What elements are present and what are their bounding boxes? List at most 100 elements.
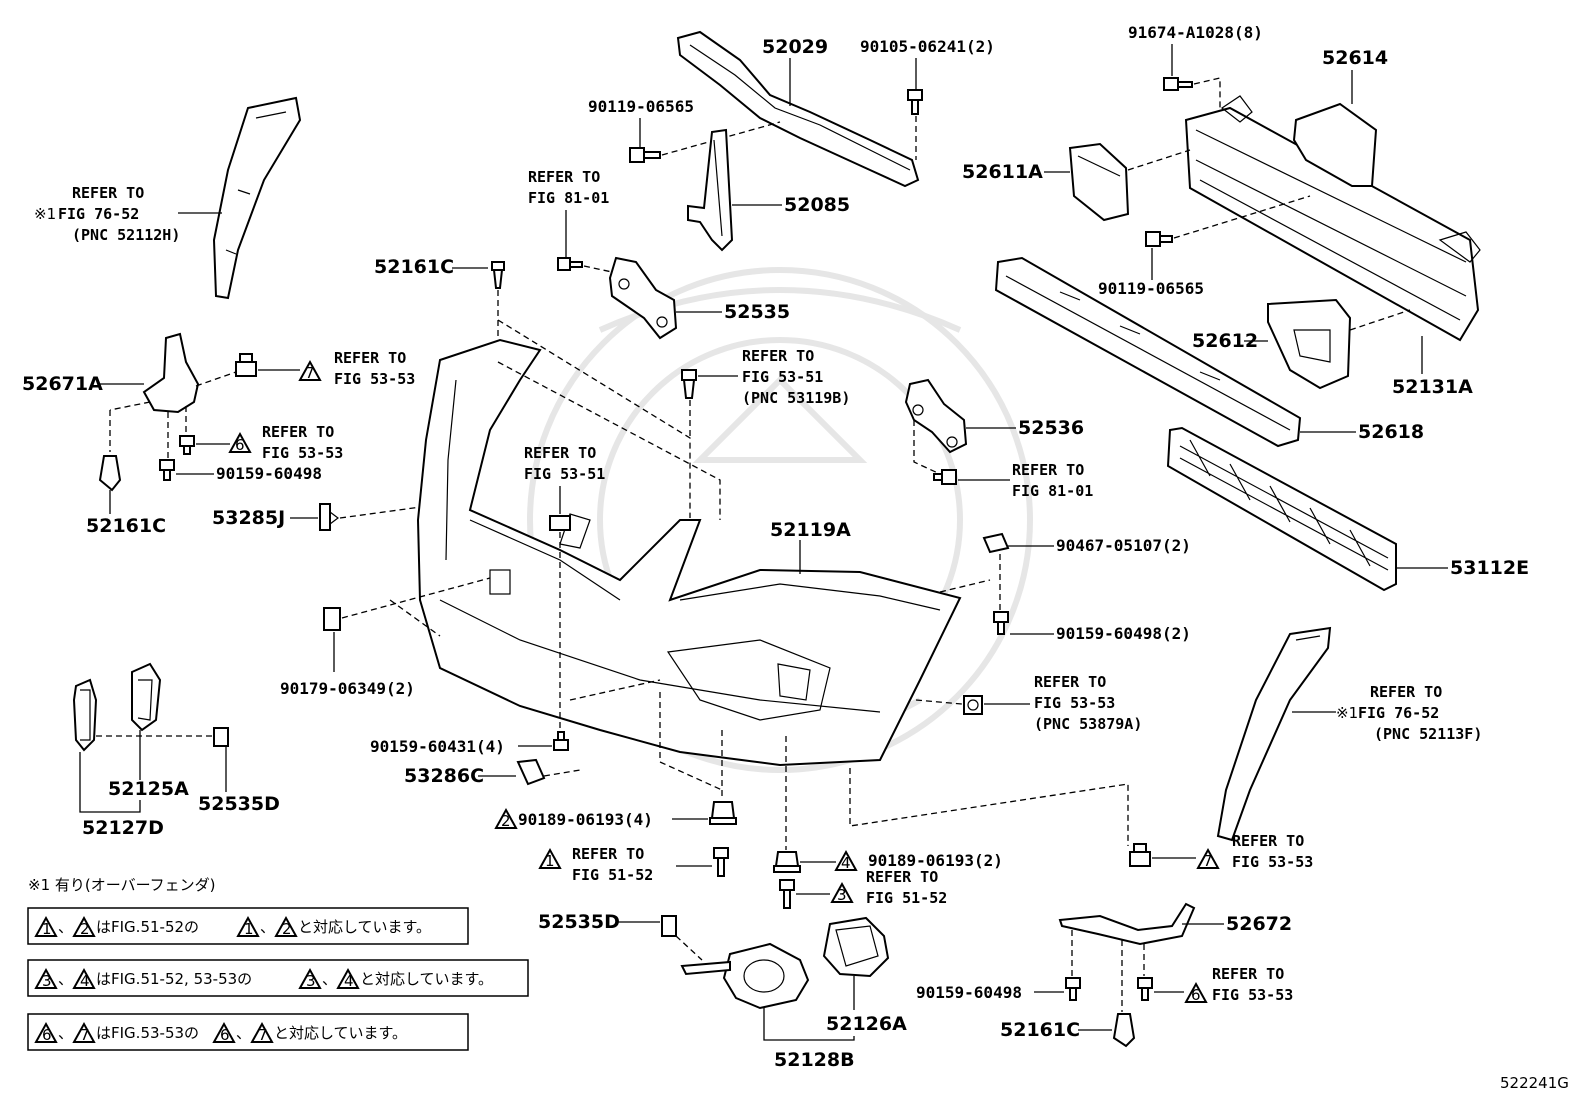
ref-53-53-6-bottom-2: FIG 53-53: [1212, 986, 1293, 1004]
ref-53-53-bottom-2: FIG 53-53: [1232, 853, 1313, 871]
bolt-refer-51-52-1[interactable]: [713, 847, 729, 877]
fog-garnish-52128b-left[interactable]: [680, 942, 810, 1010]
svg-text:6: 6: [42, 1026, 52, 1044]
bolt-refer-53-53-6-bottom[interactable]: [1137, 977, 1153, 1001]
label-52536: 52536: [1018, 417, 1084, 439]
ref-81-01-top-2: FIG 81-01: [528, 189, 609, 207]
bracket-52535[interactable]: [608, 256, 678, 340]
ref-53-53-bottom-1: REFER TO: [1232, 832, 1304, 850]
clip-52535d-left[interactable]: [213, 727, 229, 747]
label-52618: 52618: [1358, 421, 1424, 443]
fender-flare-left[interactable]: [212, 96, 302, 300]
garnish-52127d[interactable]: [72, 678, 98, 752]
clip-refer-53-53-pnc[interactable]: [963, 695, 983, 715]
absorber-52614[interactable]: [1292, 102, 1378, 187]
bracket-52536[interactable]: [904, 378, 968, 454]
svg-text:3: 3: [42, 972, 52, 990]
marker-1: [538, 847, 562, 869]
fog-garnish-52126a[interactable]: [822, 916, 890, 978]
fender-flare-right[interactable]: [1216, 626, 1332, 842]
nut-refer-53-53-top[interactable]: [235, 353, 257, 377]
svg-text:1: 1: [244, 920, 254, 938]
ref-53-51-top-1: REFER TO: [742, 347, 814, 365]
svg-text:4: 4: [80, 972, 90, 990]
bolt-90159-bottom[interactable]: [1065, 977, 1081, 1001]
clip-90189-4[interactable]: [709, 801, 737, 825]
label-52671a: 52671A: [22, 373, 103, 395]
label-91674: 91674-A1028(8): [1128, 23, 1263, 42]
label-90159-60431: 90159-60431(4): [370, 737, 505, 756]
ref-53-51-top-3: (PNC 53119B): [742, 389, 850, 407]
bracket-52085[interactable]: [687, 128, 734, 252]
ref-53-53-top-2: FIG 53-53: [334, 370, 415, 388]
clip-90189-2[interactable]: [773, 851, 801, 873]
svg-text:2: 2: [501, 812, 511, 830]
clip-90467[interactable]: [982, 532, 1010, 554]
label-52128b: 52128B: [774, 1049, 855, 1071]
label-53285j: 53285J: [212, 507, 285, 529]
cover-53286c[interactable]: [516, 758, 546, 786]
bolt-90119-upper[interactable]: [629, 147, 661, 163]
ref-81-01-top-1: REFER TO: [528, 168, 600, 186]
svg-text:、: 、: [322, 970, 337, 988]
bolt-90159-60431[interactable]: [553, 731, 569, 751]
svg-text:、: 、: [58, 970, 73, 988]
absorber-52618[interactable]: [994, 256, 1302, 448]
bolt-90159-left[interactable]: [159, 459, 175, 481]
bolt-refer-51-52-3[interactable]: [779, 879, 795, 909]
absorber-52611a[interactable]: [1068, 142, 1130, 222]
bolt-90105[interactable]: [907, 89, 923, 115]
bracket-52671a[interactable]: [142, 332, 200, 414]
bracket-52672[interactable]: [1058, 902, 1196, 946]
nut-refer-53-53-bottom[interactable]: [1129, 843, 1151, 867]
garnish-52125a[interactable]: [131, 662, 162, 732]
label-52161c-bottom: 52161C: [1000, 1019, 1080, 1041]
grille-53112e[interactable]: [1166, 426, 1397, 592]
label-53112e: 53112E: [1450, 557, 1529, 579]
ref-81-01-right-2: FIG 81-01: [1012, 482, 1093, 500]
absorber-52612[interactable]: [1267, 298, 1352, 390]
bumper-cover-52119a[interactable]: [416, 338, 962, 767]
label-52126a: 52126A: [826, 1013, 907, 1035]
clip-refer-53-51-top[interactable]: [681, 369, 697, 399]
label-53286c: 53286C: [404, 765, 484, 787]
bracket-90179[interactable]: [323, 607, 341, 631]
clip-52161c-top[interactable]: [491, 261, 505, 289]
bolt-refer-53-53-6[interactable]: [179, 435, 195, 455]
ref-51-52-3-2: FIG 51-52: [866, 889, 947, 907]
ref-53-53-pnc-1: REFER TO: [1034, 673, 1106, 691]
label-52535: 52535: [724, 301, 790, 323]
svg-text:はFIG.53-53の: はFIG.53-53の: [96, 1024, 199, 1042]
bolt-90159-right[interactable]: [993, 611, 1009, 635]
clip-52161c-left[interactable]: [98, 455, 122, 492]
ref-53-53-pnc-3: (PNC 53879A): [1034, 715, 1142, 733]
svg-text:6: 6: [220, 1026, 230, 1044]
diagram-id: 522241G: [1500, 1074, 1569, 1092]
ref-76-52-right-2: FIG 76-52: [1358, 704, 1439, 722]
bolt-91674[interactable]: [1163, 77, 1193, 91]
svg-text:3: 3: [837, 886, 847, 904]
label-90119-right: 90119-06565: [1098, 279, 1204, 298]
legend-note-2: 3 、 4 はFIG.51-52, 53-53の 3 、 4 と対応しています。: [27, 959, 529, 997]
label-90159-left: 90159-60498: [216, 464, 322, 483]
bolt-81-01-right[interactable]: [933, 469, 957, 485]
legend-note-1: 1 、 2 はFIG.51-52の 1 、 2 と対応しています。: [27, 907, 469, 945]
svg-text:4: 4: [344, 972, 354, 990]
label-90189-2: 90189-06193(2): [868, 851, 1003, 870]
ref-51-52-1-1: REFER TO: [572, 845, 644, 863]
svg-text:、: 、: [58, 918, 73, 936]
ref-53-53-6-2: FIG 53-53: [262, 444, 343, 462]
svg-text:3: 3: [306, 972, 316, 990]
nut-refer-53-51-mid[interactable]: [549, 515, 571, 531]
clip-52535d-bottom[interactable]: [661, 915, 677, 937]
reinforcement-52131a[interactable]: [1184, 95, 1481, 342]
label-52131a: 52131A: [1392, 376, 1473, 398]
bolt-90119-right[interactable]: [1145, 231, 1173, 247]
bolt-81-01-top[interactable]: [557, 257, 583, 271]
beam-52029[interactable]: [676, 30, 920, 188]
svg-text:はFIG.51-52, 53-53の: はFIG.51-52, 53-53の: [96, 970, 252, 988]
clip-52161c-bottom[interactable]: [1112, 1013, 1136, 1048]
bracket-53285j[interactable]: [319, 503, 339, 531]
marker-6-top: [228, 431, 252, 453]
